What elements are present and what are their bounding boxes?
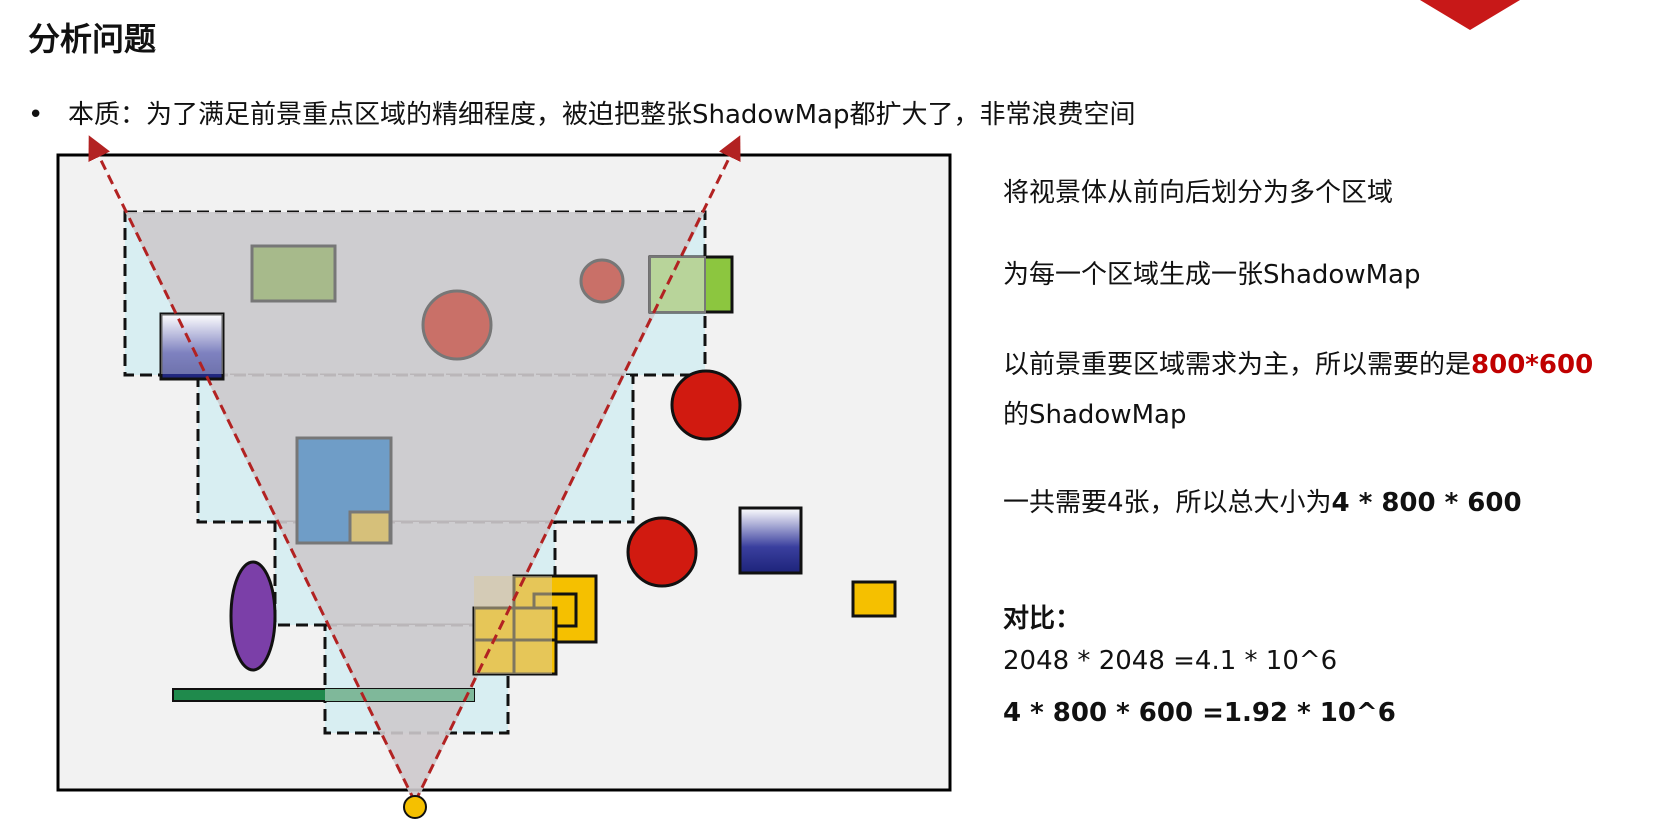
compare-line-1: 2048 * 2048 =4.1 * 10^6 <box>1003 646 1338 676</box>
small-yellow-square <box>348 510 392 545</box>
text-generate-shadowmap: 为每一个区域生成一张ShadowMap <box>1003 260 1421 290</box>
total-size-bold: 4 * 800 * 600 <box>1331 488 1522 518</box>
green-bar-overlay <box>325 689 474 701</box>
camera-point <box>403 795 427 819</box>
yellow-square-far <box>851 580 897 618</box>
green-rectangle <box>250 244 337 303</box>
red-circle-small <box>579 258 625 304</box>
page-title: 分析问题 <box>28 20 157 58</box>
green-square-overlay <box>649 256 706 313</box>
red-circle-outside-2 <box>626 516 698 588</box>
total-size-prefix: 一共需要4张，所以总大小为 <box>1003 488 1332 518</box>
view-frustum <box>125 212 705 805</box>
requirement-highlight: 800*600 <box>1471 350 1594 380</box>
text-split-frustum: 将视景体从前向后划分为多个区域 <box>1003 178 1394 208</box>
text-requirement-suffix: 的ShadowMap <box>1003 400 1187 430</box>
yellow-blocks-fade <box>474 576 552 674</box>
text-requirement: 以前景重要区域需求为主，所以需要的是800*600 <box>1003 344 1593 381</box>
bullet-dot: • <box>28 100 44 130</box>
red-circle-outside-1 <box>670 369 742 441</box>
bullet-text: 本质：为了满足前景重点区域的精细程度，被迫把整张ShadowMap都扩大了，非常… <box>68 100 1136 130</box>
bullet-item: • 本质：为了满足前景重点区域的精细程度，被迫把整张ShadowMap都扩大了，非… <box>28 94 1135 131</box>
requirement-prefix: 以前景重要区域需求为主，所以需要的是 <box>1003 350 1472 380</box>
purple-ellipse <box>229 560 277 672</box>
corner-decoration <box>1420 0 1520 30</box>
compare-label: 对比： <box>1003 604 1082 634</box>
compare-line-2: 4 * 800 * 600 =1.92 * 10^6 <box>1003 698 1396 728</box>
navy-square <box>738 506 803 575</box>
text-total-size: 一共需要4张，所以总大小为4 * 800 * 600 <box>1003 482 1522 519</box>
blue-gradient-square <box>159 312 225 381</box>
blue-square-overlay <box>161 314 223 374</box>
frustum-edge-left <box>88 135 417 803</box>
red-circle-medium <box>421 289 493 361</box>
frustum-edge-right <box>413 135 741 803</box>
